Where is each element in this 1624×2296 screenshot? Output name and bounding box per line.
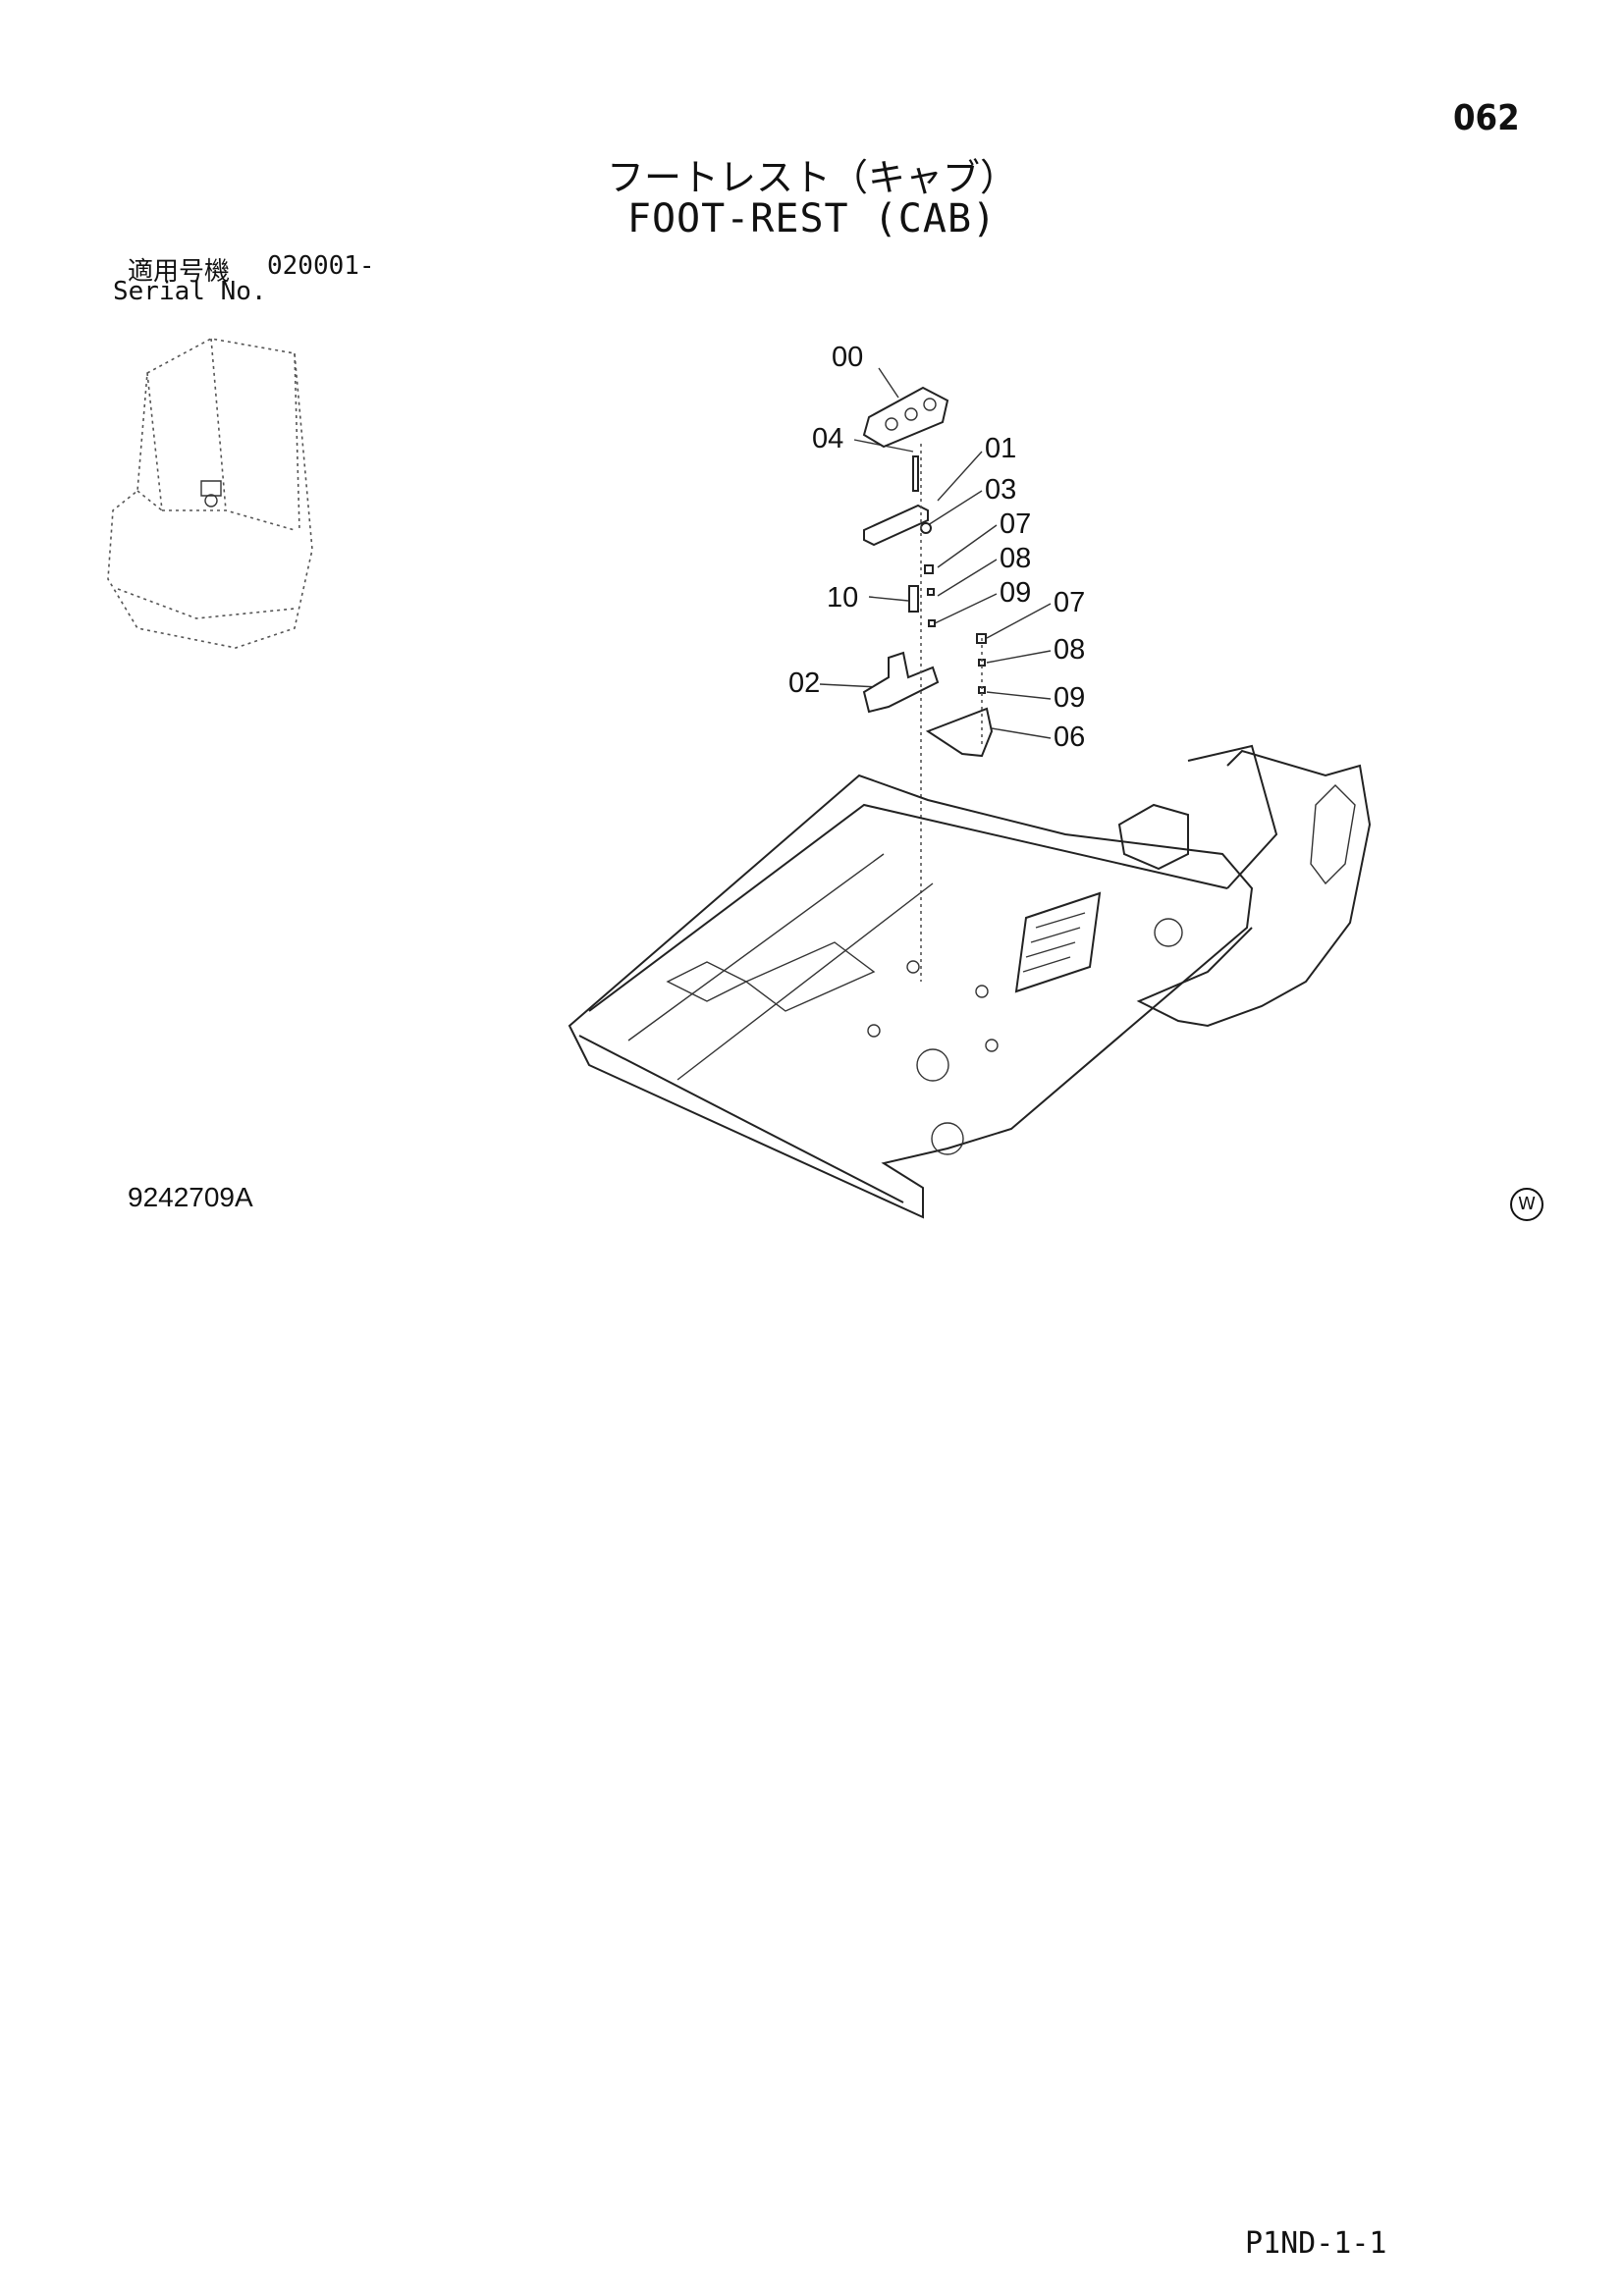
cab-location-inset	[107, 338, 313, 649]
callout-03: 03	[985, 474, 1016, 506]
part-09a-nut	[928, 619, 936, 627]
callout-10: 10	[827, 582, 858, 614]
cab-floor-frame	[568, 744, 1372, 1219]
callout-00: 00	[832, 342, 863, 373]
part-03-nut	[920, 522, 932, 534]
serial-range: 020001-	[267, 251, 375, 281]
page-title-english: FOOT-REST (CAB)	[626, 196, 998, 241]
footer-code: P1ND-1-1	[1245, 2226, 1387, 2261]
callout-09-upper: 09	[1000, 577, 1031, 609]
part-02-bracket	[862, 651, 940, 714]
callout-07-lower: 07	[1054, 587, 1085, 618]
serial-label-japanese: 適用号機	[128, 257, 231, 287]
callout-06: 06	[1054, 721, 1085, 753]
callout-02: 02	[788, 667, 820, 699]
callout-leaders	[819, 367, 1052, 739]
page-number: 062	[1453, 98, 1520, 138]
part-07a-bolt	[924, 564, 934, 574]
callout-08-upper: 08	[1000, 543, 1031, 574]
callout-04: 04	[812, 423, 843, 454]
serial-label-english: Serial No.	[113, 277, 267, 306]
part-06-plate	[925, 707, 994, 758]
part-08a-washer	[927, 588, 935, 596]
callout-labels: 00 04 01 03 07 08 10 09 07 08 02 09 06	[788, 342, 1085, 753]
callout-07-upper: 07	[1000, 508, 1031, 540]
part-01-plate	[863, 504, 929, 547]
manufacturer-mark: W	[1510, 1188, 1543, 1221]
callout-09-lower: 09	[1054, 682, 1085, 714]
part-10-spacer	[908, 585, 919, 613]
page-title-japanese: フートレスト（キャブ）	[606, 156, 1017, 199]
drawing-number: 9242709A	[128, 1182, 253, 1212]
callout-01: 01	[985, 433, 1016, 464]
part-04-pin	[912, 455, 919, 492]
exploded-parts	[862, 386, 994, 982]
callout-08-lower: 08	[1054, 634, 1085, 666]
